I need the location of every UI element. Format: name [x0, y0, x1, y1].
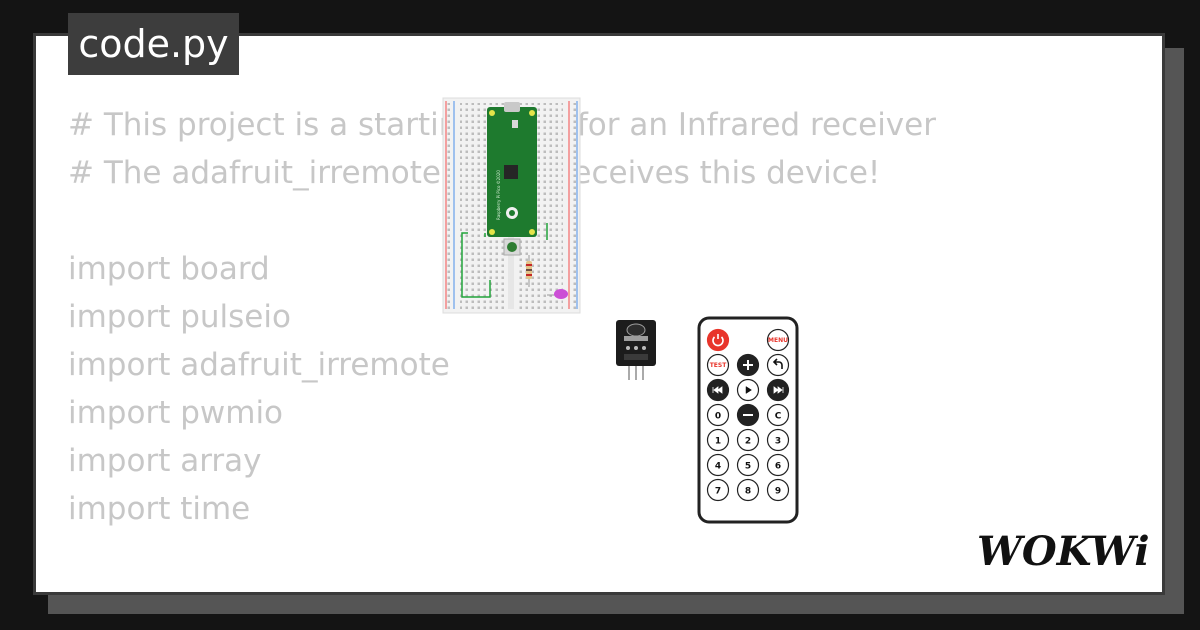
code-line: import pulseio	[68, 299, 291, 335]
remote-button-c[interactable]: C	[766, 403, 790, 427]
remote-button-label: 6	[775, 462, 781, 472]
remote-button-menu[interactable]: MENU	[766, 328, 790, 352]
code-line: import pwmio	[68, 395, 284, 431]
remote-button-3[interactable]: 3	[766, 428, 790, 452]
project-card	[33, 33, 1165, 595]
remote-button-label: 1	[715, 437, 721, 447]
plus-icon	[743, 360, 753, 370]
remote-button-7[interactable]: 7	[706, 478, 730, 502]
remote-button-1[interactable]: 1	[706, 428, 730, 452]
play-button[interactable]	[736, 378, 760, 402]
remote-button-label: TEST	[710, 362, 728, 369]
pico-board[interactable]: Raspberry Pi Pico ©2020	[487, 102, 537, 237]
wokwi-logo: WOKWi	[977, 528, 1150, 575]
back-arrow-button[interactable]	[766, 353, 790, 377]
plus-button[interactable]	[736, 353, 760, 377]
remote-button-label: 0	[715, 412, 721, 422]
fast-forward-icon	[773, 386, 784, 394]
remote-button-label: 3	[775, 437, 781, 447]
code-line: import board	[68, 251, 270, 287]
play-icon	[745, 386, 752, 394]
remote-button-6[interactable]: 6	[766, 453, 790, 477]
remote-button-0[interactable]: 0	[706, 403, 730, 427]
remote-button-5[interactable]: 5	[736, 453, 760, 477]
board-label: Raspberry Pi Pico ©2020	[496, 170, 501, 220]
wire	[461, 232, 491, 298]
fast-forward-button[interactable]	[766, 378, 790, 402]
remote-button-label: 7	[715, 487, 721, 497]
remote-button-4[interactable]: 4	[706, 453, 730, 477]
resistor	[526, 255, 532, 287]
remote-button-test[interactable]: TEST	[706, 353, 730, 377]
remote-button-8[interactable]: 8	[736, 478, 760, 502]
led	[547, 289, 568, 299]
remote-button-label: C	[775, 412, 782, 422]
code-line: import time	[68, 491, 251, 527]
remote-button-label: 5	[745, 462, 751, 472]
code-line: import array	[68, 443, 262, 479]
remote-button-label: 2	[745, 437, 751, 447]
remote-button-2[interactable]: 2	[736, 428, 760, 452]
minus-button[interactable]	[736, 403, 760, 427]
breadboard-circuit[interactable]: Raspberry Pi Pico ©2020	[440, 95, 585, 317]
logo-text: WOKWi	[977, 528, 1150, 575]
rewind-button[interactable]	[706, 378, 730, 402]
code-editor: # This project is a starting point for a…	[68, 101, 936, 533]
rewind-icon	[712, 386, 723, 394]
ir-remote[interactable]: MENU TEST 0 C 1 2 3 4 5 6 7 8 9	[696, 316, 800, 526]
remote-button-label: 8	[745, 487, 751, 497]
power-button[interactable]	[706, 328, 730, 352]
remote-button-label: 4	[715, 462, 721, 472]
file-tab[interactable]: code.py	[68, 13, 239, 75]
remote-button-9[interactable]: 9	[766, 478, 790, 502]
remote-button-label: MENU	[768, 337, 788, 344]
remote-button-label: 9	[775, 487, 781, 497]
power-icon	[712, 334, 724, 347]
code-line: import adafruit_irremote	[68, 347, 450, 383]
ir-receiver[interactable]	[612, 318, 660, 382]
back-arrow-icon	[772, 358, 783, 369]
